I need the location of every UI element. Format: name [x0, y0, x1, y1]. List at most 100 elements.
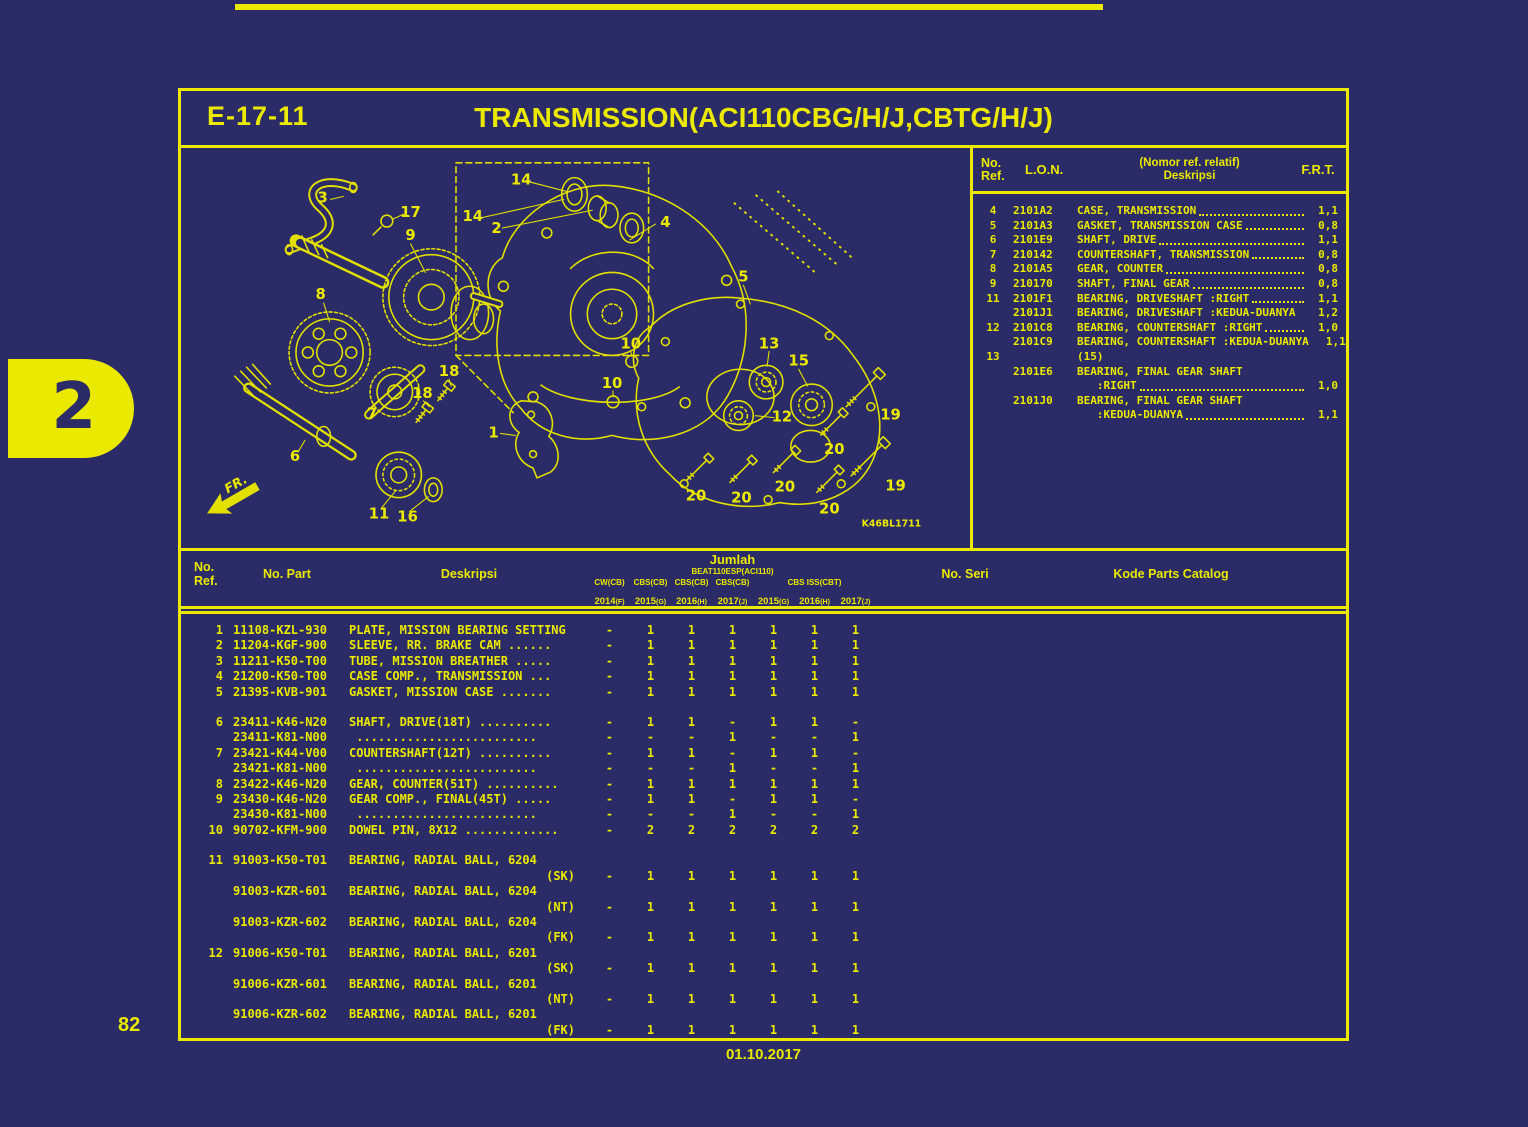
final-shaft-part	[233, 363, 357, 461]
part-callout: 8	[316, 286, 326, 303]
bolt-part-20b	[729, 454, 758, 484]
variant-header: CBS(CB)	[715, 578, 750, 587]
title-bar: E-17-11 TRANSMISSION(ACI110CBG/H/J,CBTG/…	[181, 91, 1346, 148]
page-number: 82	[118, 1014, 141, 1036]
year-headers: 2014(F)2015(G)2016(H)2017(J)2015(G)2016(…	[589, 591, 876, 609]
year-header: 2014(F)	[594, 596, 625, 607]
hatch-texture	[733, 190, 855, 276]
variant-header: CW(CB)	[594, 578, 625, 587]
bolt-part-20c	[772, 444, 802, 474]
diagram-code: K46BL1711	[862, 518, 922, 529]
header-divider	[181, 606, 1346, 614]
transmission-case-part	[469, 184, 747, 441]
part-callout: 6	[290, 448, 300, 465]
year-header: 2016(H)	[676, 596, 707, 607]
part-callout: 14	[511, 172, 532, 189]
year-header: 2016(H)	[799, 596, 830, 607]
reference-table-header: No.Ref. L.O.N. (Nomor ref. relatif)Deskr…	[973, 148, 1346, 194]
bolt-part-20a	[685, 452, 715, 482]
frt-col-header: F.R.T.	[1301, 162, 1335, 177]
model-label: BEAT110ESP(ACI110)	[691, 567, 774, 576]
part-callout: 19	[885, 478, 906, 495]
bolt-part-19b	[850, 435, 892, 477]
dowel-pin-parts	[606, 354, 639, 409]
sleeve-part-2	[587, 195, 619, 229]
lon-col-header: L.O.N.	[1025, 162, 1064, 177]
part-callout: 16	[397, 508, 418, 525]
part-callout: 10	[602, 375, 623, 392]
jumlah-col-header: Jumlah	[709, 552, 756, 567]
part-callout: 11	[369, 505, 390, 522]
part-callout: 4	[660, 214, 670, 231]
section-tab[interactable]: 2	[8, 359, 134, 458]
part-callout: 20	[686, 488, 707, 505]
variant-header: CBS ISS(CBT)	[787, 578, 842, 587]
bolt-part-19a	[845, 366, 887, 408]
part-callout: 14	[462, 208, 483, 225]
bearing-part-11	[375, 451, 423, 499]
ref-col-header: No.Ref.	[981, 155, 1005, 183]
revision-date: 01.10.2017	[725, 1046, 802, 1063]
part-callout: 18	[412, 385, 433, 402]
parts-table: No.Ref. No. Part Deskripsi Jumlah BEAT11…	[181, 548, 1346, 1038]
section-tab-number: 2	[51, 370, 96, 444]
part-callout: 15	[788, 352, 809, 369]
part-callout: 12	[772, 409, 793, 426]
year-header: 2015(G)	[757, 596, 790, 607]
bolt-part-18a	[437, 379, 456, 402]
washer-part-16	[423, 477, 443, 503]
bearing-part-15	[790, 383, 834, 427]
bearing-part-12	[722, 400, 755, 432]
part-callout: 13	[759, 335, 780, 352]
part-callout: 20	[824, 441, 845, 458]
bearing-part-13	[748, 364, 784, 400]
part-callout: 17	[400, 204, 421, 221]
reference-table: No.Ref. L.O.N. (Nomor ref. relatif)Deskr…	[970, 148, 1346, 548]
year-header: 2017(J)	[840, 596, 871, 607]
part-callout: 20	[819, 500, 840, 517]
parts-deskripsi-col-header: Deskripsi	[440, 567, 498, 581]
top-edge-line	[235, 4, 1103, 10]
parts-table-row: 23411-K81-N00 .........................-…	[233, 730, 860, 745]
parts-ref-col-header: No.Ref.	[194, 560, 218, 588]
part-callout: 10	[621, 335, 642, 352]
exploded-diagram: FR. K46BL1711 31714142948518101013157181…	[207, 162, 922, 529]
parts-table-row: 23430-K81-N00 .........................-…	[233, 807, 860, 822]
variant-header: CBS(CB)	[633, 578, 668, 587]
part-callout: 20	[731, 490, 752, 507]
part-callout: 18	[439, 363, 460, 380]
kode-parts-catalog-col-header: Kode Parts Catalog	[1113, 567, 1229, 581]
bolt-part-20e	[820, 407, 849, 436]
content-frame: E-17-11 TRANSMISSION(ACI110CBG/H/J,CBTG/…	[178, 88, 1349, 1041]
